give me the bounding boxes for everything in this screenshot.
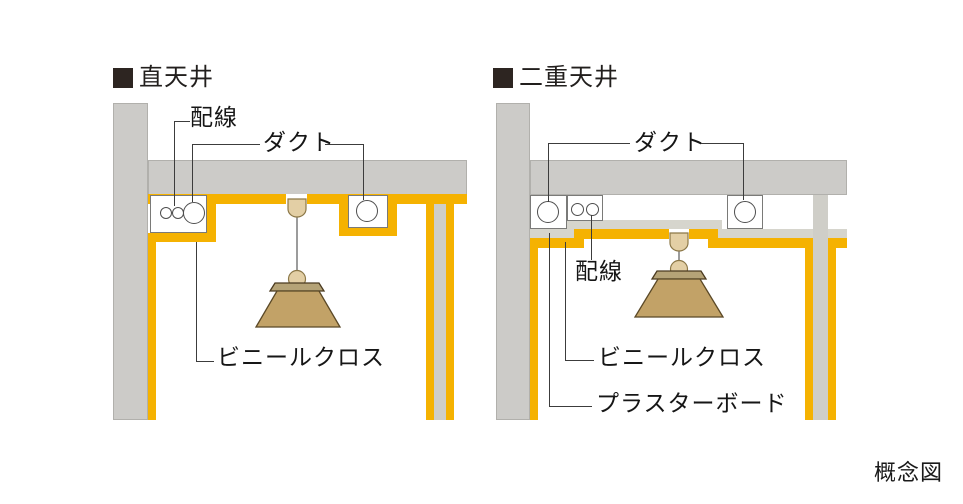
- right-pendant-light-icon: [633, 232, 725, 318]
- right-duct-leader-h2: [701, 143, 743, 144]
- left-duct-hole-2: [356, 200, 378, 222]
- right-duct-label: ダクト: [634, 129, 706, 155]
- left-wiring-leader-h: [174, 121, 190, 122]
- right-partition-vinyl-r: [828, 238, 836, 420]
- left-duct-leader-v2: [363, 144, 364, 200]
- left-pendant-light-icon: [254, 198, 342, 328]
- left-wall-concrete: [113, 103, 148, 420]
- right-plasterboard-riser-left: [566, 220, 576, 238]
- right-plaster-leader-v: [549, 233, 550, 406]
- right-wall-vinyl-face: [530, 238, 538, 420]
- left-duct-leader-h2: [325, 144, 363, 145]
- right-plasterboard-label: プラスターボード: [596, 390, 788, 416]
- right-wall-concrete: [496, 103, 530, 420]
- right-plasterboard-main: [566, 220, 722, 229]
- right-wiring-hole-1: [571, 203, 584, 216]
- left-wiring-label: 配線: [190, 104, 238, 130]
- figure-caption: 概念図: [874, 460, 944, 485]
- right-partition-vinyl-l: [805, 238, 813, 420]
- right-duct-hole-2: [734, 201, 756, 223]
- left-box2-vinyl-step-l: [339, 194, 348, 236]
- right-duct-leader-v2: [743, 143, 744, 200]
- left-duct-leader-h1: [192, 144, 260, 145]
- left-vinyl-leader-v: [196, 242, 197, 362]
- right-duct-leader-h1: [548, 143, 630, 144]
- left-box1-vinyl-step: [207, 194, 216, 242]
- right-vinyl-lower-left: [530, 238, 576, 248]
- right-plaster-leader-h: [549, 406, 592, 407]
- right-ceiling-slab: [530, 160, 847, 195]
- left-partition-vinyl-r: [446, 204, 454, 420]
- left-header-square-icon: [113, 68, 133, 88]
- right-plasterboard-lower-left: [530, 229, 576, 238]
- right-duct-hole-1: [537, 201, 559, 223]
- left-ceiling-vinyl-band: [148, 194, 467, 204]
- right-diagram-title: 二重天井: [519, 64, 619, 91]
- left-vinyl-cloth-label: ビニールクロス: [217, 344, 385, 370]
- left-duct-label: ダクト: [263, 129, 335, 155]
- left-box2-vinyl-bottom: [339, 227, 397, 236]
- right-vinyl-leader-h: [565, 360, 594, 361]
- right-vinyl-lower-right: [712, 238, 847, 248]
- left-duct-hole: [183, 202, 205, 224]
- right-partition-stud: [813, 195, 828, 420]
- left-vinyl-leader-h: [196, 361, 214, 362]
- right-wiring-leader-v: [591, 215, 592, 260]
- left-duct-leader-v1: [192, 144, 193, 202]
- right-wiring-label: 配線: [575, 258, 623, 284]
- right-plasterboard-lower-right: [712, 229, 847, 238]
- right-vinyl-main: [576, 229, 716, 239]
- left-wall-vinyl-face: [148, 233, 156, 420]
- left-wiring-hole-1: [160, 207, 172, 219]
- left-diagram-title: 直天井: [139, 64, 214, 91]
- left-box2-vinyl-step-r: [388, 194, 397, 236]
- left-box1-vinyl-bottom: [148, 233, 216, 242]
- left-partition-stud: [434, 204, 446, 420]
- right-vinyl-cloth-label: ビニールクロス: [598, 344, 766, 370]
- right-vinyl-leader-v: [565, 242, 566, 360]
- left-wiring-leader-v: [174, 121, 175, 206]
- right-wiring-hole-2: [586, 203, 599, 216]
- right-duct-leader-v1: [548, 143, 549, 202]
- left-partition-vinyl-l: [426, 204, 434, 420]
- right-header-square-icon: [493, 68, 513, 88]
